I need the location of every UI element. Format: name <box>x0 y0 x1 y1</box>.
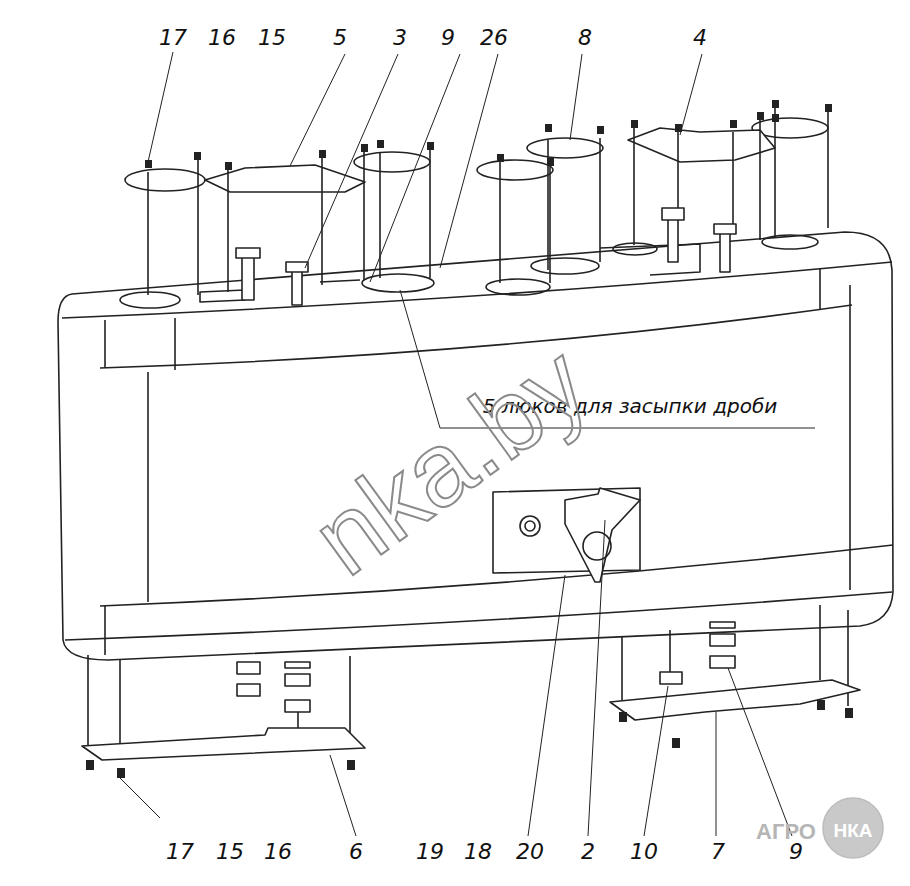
callout-number: 15 <box>216 841 244 863</box>
callout-number: 16 <box>208 27 236 49</box>
callout-number: 19 <box>416 841 444 863</box>
callout-number: 18 <box>464 841 492 863</box>
callout-number: 4 <box>693 27 707 49</box>
callout-number: 15 <box>258 27 286 49</box>
callout-number: 5 <box>333 27 347 49</box>
callout-number: 7 <box>711 841 725 863</box>
callout-number: 26 <box>480 27 508 49</box>
logo-text: НКА <box>833 821 872 840</box>
callout-number: 9 <box>441 27 455 49</box>
callout-number: 3 <box>393 27 407 49</box>
callout-number: 2 <box>581 841 595 863</box>
callout-number: 16 <box>264 841 292 863</box>
callout-number: 8 <box>578 27 592 49</box>
callout-number: 10 <box>630 841 658 863</box>
callout-number: 6 <box>349 841 363 863</box>
callout-number: 20 <box>516 841 544 863</box>
callout-number: 17 <box>159 27 187 49</box>
callout-number: 9 <box>789 841 803 863</box>
callout-number: 17 <box>166 841 194 863</box>
logo-text: АГРО <box>756 821 816 843</box>
